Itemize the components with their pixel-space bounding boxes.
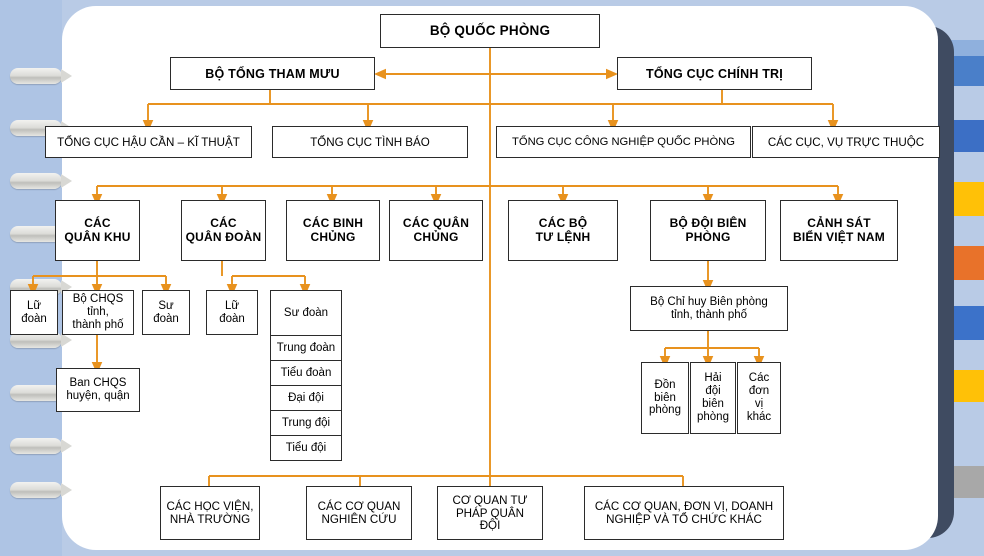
node-ban-chqs-huyen-quan[interactable]: Ban CHQS huyện, quận	[56, 368, 140, 412]
node-label-line2: TƯ LỆNH	[535, 229, 591, 244]
node-lu-doan-quan-doan[interactable]: Lữ đoàn	[206, 290, 258, 335]
node-label-line4: khác	[746, 410, 772, 423]
node-label-line1: Sư	[158, 299, 174, 312]
node-cac-quan-doan[interactable]: CÁC QUÂN ĐOÀN	[181, 200, 266, 261]
node-label: BỘ TỔNG THAM MƯU	[205, 66, 340, 81]
node-cac-bo-tu-lenh[interactable]: CÁC BỘ TƯ LỆNH	[508, 200, 618, 261]
node-label: Trung đội	[281, 417, 331, 429]
node-label-line3: thành phố	[72, 318, 124, 331]
node-label-line2: đoàn	[21, 312, 47, 325]
node-cac-quan-chung[interactable]: CÁC QUÂN CHỦNG	[389, 200, 483, 261]
node-label-line2: đội	[705, 385, 721, 398]
node-label-line2: đoàn	[153, 312, 179, 325]
node-label-line1: CÁC BỘ	[538, 216, 588, 231]
node-label-line2: QUÂN KHU	[64, 229, 131, 244]
node-bo-quoc-phong[interactable]: BỘ QUỐC PHÒNG	[380, 14, 600, 48]
node-label-line1: CÁC CƠ QUAN	[317, 500, 401, 514]
node-trung-doi[interactable]: Trung đội	[270, 411, 342, 436]
notebook-left-band	[0, 0, 62, 556]
node-tong-cuc-hau-can-ki-thuat[interactable]: TỔNG CỤC HẬU CẦN – KĨ THUẬT	[45, 126, 252, 158]
node-don-bien-phong[interactable]: Đồn biên phòng	[641, 362, 689, 434]
node-tong-cuc-cong-nghiep-quoc-phong[interactable]: TỔNG CỤC CÔNG NGHIỆP QUỐC PHÒNG	[496, 126, 751, 158]
node-label-line1: Lữ	[224, 299, 240, 312]
node-co-quan-tu-phap-quan-doi[interactable]: CƠ QUAN TƯ PHÁP QUÂN ĐỘI	[437, 486, 543, 540]
node-label-line2: tỉnh, thành phố	[670, 308, 748, 321]
node-label-line2: NGHIÊN CỨU	[321, 513, 397, 526]
node-label-line4: phòng	[697, 410, 729, 423]
node-label-line1: Lữ	[26, 299, 42, 312]
node-label-line2: QUÂN ĐOÀN	[185, 229, 262, 244]
node-label-line1: CÁC BINH	[302, 216, 364, 231]
node-label-line2: tỉnh,	[87, 306, 109, 319]
node-label: TỔNG CỤC TÌNH BÁO	[310, 135, 430, 149]
node-tong-cuc-chinh-tri[interactable]: TỔNG CỤC CHÍNH TRỊ	[617, 57, 812, 90]
node-cac-don-vi-khac[interactable]: Các đơn vị khác	[737, 362, 781, 434]
node-label-line2: PHÒNG	[685, 229, 731, 244]
node-label: Sư đoàn	[283, 306, 329, 319]
node-cac-binh-chung[interactable]: CÁC BINH CHỦNG	[286, 200, 380, 261]
node-label-line1: Đồn	[654, 378, 676, 391]
node-su-doan-quan-khu[interactable]: Sư đoàn	[142, 290, 190, 335]
node-tieu-doan[interactable]: Tiểu đoàn	[270, 361, 342, 386]
node-label-line1: CÁC CƠ QUAN, ĐƠN VỊ, DOANH	[594, 500, 774, 514]
node-label: Tiểu đội	[285, 442, 327, 454]
notebook-page-surface	[62, 6, 938, 550]
node-cac-co-quan-nghien-cuu[interactable]: CÁC CƠ QUAN NGHIÊN CỨU	[306, 486, 412, 540]
node-label-line2: đơn	[748, 385, 770, 398]
node-label-line2: PHÁP QUÂN	[455, 506, 525, 520]
node-label-line1: Hải	[704, 372, 722, 385]
node-hai-doi-bien-phong[interactable]: Hải đội biên phòng	[690, 362, 736, 434]
node-label-line1: CƠ QUAN TƯ	[452, 493, 528, 507]
node-label: CÁC CỤC, VỤ TRỰC THUỘC	[767, 135, 925, 149]
node-bo-doi-bien-phong[interactable]: BỘ ĐỘI BIÊN PHÒNG	[650, 200, 766, 261]
node-label-line1: BỘ ĐỘI BIÊN	[669, 216, 747, 231]
node-label-line2: NGHIỆP VÀ TỔ CHỨC KHÁC	[606, 513, 762, 526]
node-label-line1: CÁC HỌC VIỆN,	[166, 500, 254, 514]
node-label: TỔNG CỤC HẬU CẦN – KĨ THUẬT	[57, 135, 240, 149]
node-label: Trung đoàn	[276, 342, 336, 354]
node-label-line1: CẢNH SÁT	[807, 216, 871, 231]
node-label-line1: Ban CHQS	[69, 377, 127, 390]
node-label-line2: đoàn	[219, 312, 245, 325]
node-label-line1: CÁC QUÂN	[402, 216, 470, 231]
node-bo-chqs-tinh-thanh-pho[interactable]: Bộ CHQS tỉnh, thành phố	[62, 290, 134, 335]
node-label: Đại đội	[288, 392, 324, 404]
node-cac-co-quan-don-vi-doanh-nghiep[interactable]: CÁC CƠ QUAN, ĐƠN VỊ, DOANH NGHIỆP VÀ TỔ …	[584, 486, 784, 540]
node-label-line2: CHỦNG	[310, 229, 356, 244]
node-cac-quan-khu[interactable]: CÁC QUÂN KHU	[55, 200, 140, 261]
node-label-line2: BIỂN VIỆT NAM	[793, 229, 885, 244]
node-label-line1: Các	[748, 372, 770, 385]
node-label-line3: vị	[754, 398, 764, 410]
node-cac-hoc-vien-nha-truong[interactable]: CÁC HỌC VIỆN, NHÀ TRƯỜNG	[160, 486, 260, 540]
node-cac-cuc-vu-truc-thuoc[interactable]: CÁC CỤC, VỤ TRỰC THUỘC	[752, 126, 940, 158]
node-label: BỘ QUỐC PHÒNG	[429, 23, 551, 39]
node-label-line3: ĐỘI	[479, 519, 501, 533]
node-label: Tiểu đoàn	[280, 367, 332, 379]
node-label-line2: NHÀ TRƯỜNG	[169, 513, 251, 526]
node-bo-tong-tham-muu[interactable]: BỘ TỔNG THAM MƯU	[170, 57, 375, 90]
node-label-line1: CÁC	[210, 216, 237, 231]
node-label-line3: biên	[702, 398, 724, 410]
node-label-line1: CÁC	[84, 216, 111, 231]
node-tieu-doi[interactable]: Tiểu đội	[270, 436, 342, 461]
node-trung-doan[interactable]: Trung đoàn	[270, 336, 342, 361]
node-label: TỔNG CỤC CHÍNH TRỊ	[646, 66, 783, 81]
node-label-line3: phòng	[649, 404, 681, 417]
node-dai-doi[interactable]: Đại đội	[270, 386, 342, 411]
node-label-line1: Bộ Chỉ huy Biên phòng	[650, 295, 768, 308]
node-label-line2: huyện, quận	[66, 390, 130, 402]
node-bo-chi-huy-bien-phong[interactable]: Bộ Chỉ huy Biên phòng tỉnh, thành phố	[630, 286, 788, 331]
node-label-line2: CHỦNG	[413, 229, 459, 244]
node-canh-sat-bien-viet-nam[interactable]: CẢNH SÁT BIỂN VIỆT NAM	[780, 200, 898, 261]
node-label: TỔNG CỤC CÔNG NGHIỆP QUỐC PHÒNG	[512, 135, 735, 148]
node-label-line2: biên	[654, 391, 676, 404]
node-su-doan-head[interactable]: Sư đoàn	[270, 290, 342, 336]
node-label-line1: Bộ CHQS	[72, 293, 124, 306]
node-tong-cuc-tinh-bao[interactable]: TỔNG CỤC TÌNH BÁO	[272, 126, 468, 158]
node-lu-doan-quan-khu[interactable]: Lữ đoàn	[10, 290, 58, 335]
